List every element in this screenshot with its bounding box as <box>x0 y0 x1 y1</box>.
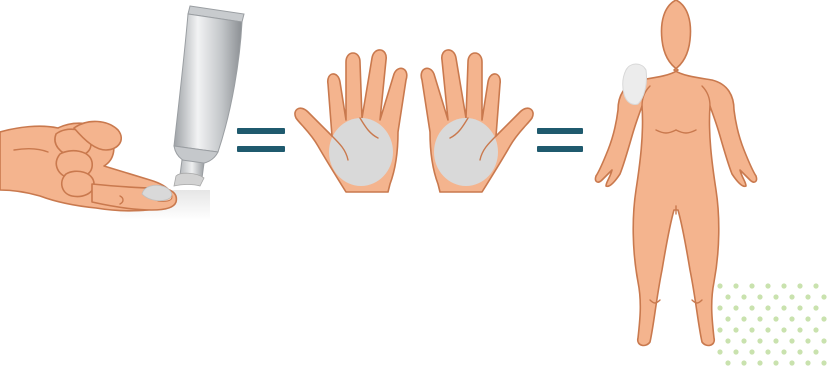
decorative-dot <box>789 294 794 299</box>
decorative-dot <box>717 305 722 310</box>
decorative-dot <box>725 294 730 299</box>
decorative-dot <box>749 349 754 354</box>
decorative-dot <box>821 360 826 365</box>
decorative-dot <box>797 327 802 332</box>
decorative-dot <box>773 294 778 299</box>
decorative-dot <box>725 360 730 365</box>
decorative-dot <box>733 327 738 332</box>
decorative-dot <box>765 327 770 332</box>
decorative-dot <box>757 316 762 321</box>
decorative-dot <box>797 349 802 354</box>
decorative-dot <box>765 283 770 288</box>
decorative-dot <box>741 316 746 321</box>
decorative-dot <box>813 349 818 354</box>
decorative-dot <box>821 316 826 321</box>
equals-sign-2 <box>537 128 583 152</box>
cream-tube-icon <box>174 6 244 186</box>
decorative-dot <box>805 316 810 321</box>
decorative-dot <box>813 283 818 288</box>
decorative-dot <box>725 338 730 343</box>
decorative-dot <box>821 338 826 343</box>
decorative-dot <box>717 349 722 354</box>
equals-sign-1 <box>237 128 285 152</box>
decorative-dot <box>781 305 786 310</box>
decorative-dot-pattern <box>717 283 826 365</box>
decorative-dot <box>741 338 746 343</box>
decorative-dot <box>805 360 810 365</box>
decorative-dot <box>749 305 754 310</box>
two-palms-icon <box>295 50 533 192</box>
decorative-dot <box>733 349 738 354</box>
decorative-dot <box>733 283 738 288</box>
decorative-dot <box>773 316 778 321</box>
decorative-dot <box>797 283 802 288</box>
decorative-dot <box>781 349 786 354</box>
decorative-dot <box>813 327 818 332</box>
decorative-dot <box>717 283 722 288</box>
decorative-dot <box>773 360 778 365</box>
cream-tube-on-fingertip-icon <box>0 6 244 220</box>
decorative-dot <box>757 338 762 343</box>
decorative-dot <box>741 294 746 299</box>
body-front-icon <box>595 0 756 345</box>
decorative-dot <box>741 360 746 365</box>
decorative-dot <box>789 338 794 343</box>
decorative-dot <box>805 338 810 343</box>
decorative-dot <box>765 305 770 310</box>
left-palm-icon <box>295 50 407 192</box>
decorative-dot <box>789 360 794 365</box>
decorative-dot <box>821 294 826 299</box>
decorative-dot <box>813 305 818 310</box>
right-palm-icon <box>421 50 533 192</box>
decorative-dot <box>773 338 778 343</box>
decorative-dot <box>725 316 730 321</box>
decorative-dot <box>765 349 770 354</box>
decorative-dot <box>797 305 802 310</box>
decorative-dot <box>749 327 754 332</box>
decorative-dot <box>757 294 762 299</box>
decorative-dot <box>757 360 762 365</box>
decorative-dot <box>733 305 738 310</box>
decorative-dot <box>781 283 786 288</box>
decorative-dot <box>805 294 810 299</box>
decorative-dot <box>717 327 722 332</box>
decorative-dot <box>789 316 794 321</box>
decorative-dot <box>781 327 786 332</box>
decorative-dot <box>749 283 754 288</box>
